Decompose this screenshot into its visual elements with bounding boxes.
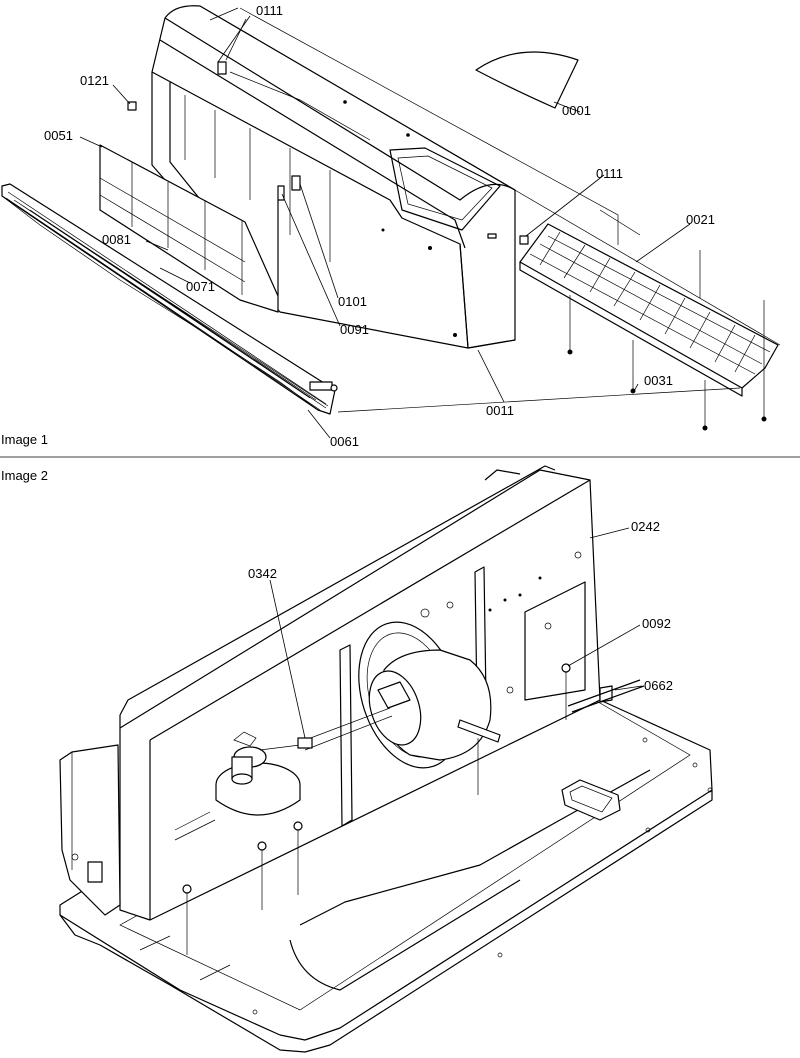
cabinet-housing xyxy=(151,5,516,349)
callout-0081: 0081 xyxy=(102,232,131,247)
callout-0121: 0121 xyxy=(80,73,109,88)
callout-0242: 0242 xyxy=(631,519,660,534)
callout-0091: 0091 xyxy=(340,322,369,337)
callout-0031: 0031 xyxy=(644,373,673,388)
callout-0011: 0011 xyxy=(486,403,514,418)
fastener-clip-side xyxy=(519,235,529,245)
callout-0071: 0071 xyxy=(186,279,215,294)
top-cover-panel xyxy=(475,51,579,109)
image-2-panel: Image 2 xyxy=(1,465,713,1053)
mounting-bracket xyxy=(567,679,645,713)
callout-0021: 0021 xyxy=(686,212,715,227)
callout-0111-side: 0111 xyxy=(596,166,623,181)
callout-0662: 0662 xyxy=(644,678,673,693)
callout-0092: 0092 xyxy=(642,616,671,631)
front-grille xyxy=(1,183,338,415)
air-filter xyxy=(99,144,279,313)
switch-component xyxy=(215,731,313,816)
screws xyxy=(182,663,571,955)
callout-0342: 0342 xyxy=(248,566,277,581)
callout-0001: 0001 xyxy=(562,103,591,118)
side-grille xyxy=(519,223,779,397)
image-2-title: Image 2 xyxy=(1,468,48,483)
fan-motor-assembly xyxy=(299,621,501,795)
callout-0051: 0051 xyxy=(44,128,73,143)
fastener-clip xyxy=(127,101,137,111)
image-1-panel: 0111 0121 0001 0051 0111 0021 0081 0071 … xyxy=(1,3,781,449)
callout-0101: 0101 xyxy=(338,294,367,309)
callout-0061: 0061 xyxy=(330,434,359,449)
callout-0111-top: 0111 xyxy=(256,3,283,18)
image-1-title: Image 1 xyxy=(1,432,48,447)
